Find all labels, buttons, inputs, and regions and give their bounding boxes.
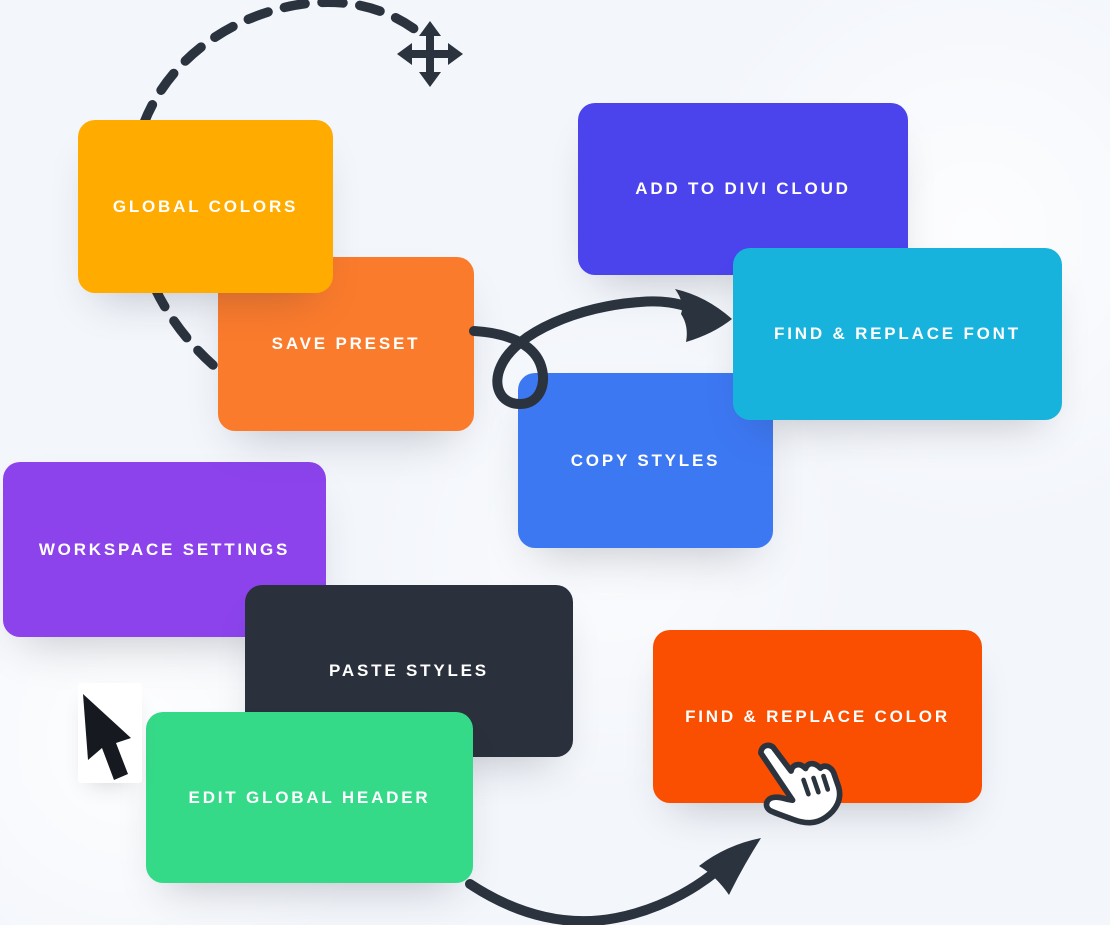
- card-edit-global-header[interactable]: EDIT GLOBAL HEADER: [146, 712, 473, 883]
- card-label: GLOBAL COLORS: [112, 196, 299, 216]
- card-find-replace-color[interactable]: FIND & REPLACE COLOR: [653, 630, 982, 803]
- card-label: FIND & REPLACE FONT: [774, 324, 1021, 343]
- card-label: FIND & REPLACE COLOR: [685, 706, 950, 726]
- card-label: EDIT GLOBAL HEADER: [188, 787, 431, 807]
- card-label: COPY STYLES: [570, 450, 721, 470]
- curve-arrow-head: [699, 838, 761, 895]
- card-label: SAVE PRESET: [271, 334, 421, 353]
- cursor-backdrop-panel: [78, 683, 142, 783]
- card-label: PASTE STYLES: [329, 661, 489, 680]
- loop-arrow-head: [675, 289, 732, 342]
- card-find-replace-font[interactable]: FIND & REPLACE FONT: [733, 248, 1062, 420]
- curve-arrow: [465, 838, 761, 925]
- card-label: ADD TO DIVI CLOUD: [635, 179, 851, 198]
- card-add-to-divi-cloud[interactable]: ADD TO DIVI CLOUD: [578, 103, 908, 275]
- move-icon: [397, 21, 463, 87]
- card-label: WORKSPACE SETTINGS: [38, 539, 291, 559]
- card-global-colors[interactable]: GLOBAL COLORS: [78, 120, 333, 293]
